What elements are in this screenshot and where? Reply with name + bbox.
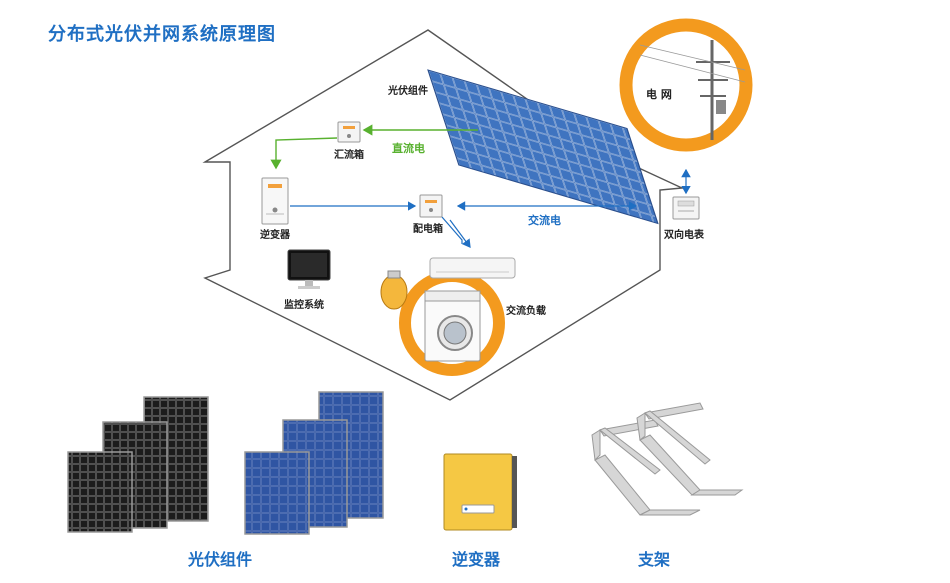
- label-monitoring: 监控系统: [284, 300, 324, 311]
- label-grid: 电 网: [646, 88, 672, 101]
- combiner-box-icon: [337, 121, 361, 143]
- caption-pv-module: 光伏组件: [188, 550, 253, 569]
- inverter-product-icon: [443, 453, 517, 531]
- ac-load-appliances: [380, 257, 516, 376]
- label-ac: 交流电: [528, 214, 561, 227]
- label-pv-module: 光伏组件: [388, 86, 428, 97]
- distribution-box-icon: [419, 194, 443, 218]
- bidirectional-meter-icon: [672, 196, 700, 220]
- monitoring-computer-icon: [287, 249, 331, 289]
- mounting-bracket-icon: [591, 402, 744, 516]
- grid-power-pole-icon: [619, 18, 753, 152]
- label-combiner-box: 汇流箱: [334, 150, 364, 161]
- page-title: 分布式光伏并网系统原理图: [48, 24, 276, 45]
- pv-panel-black-group: [67, 396, 209, 533]
- label-distribution-box: 配电箱: [413, 224, 443, 235]
- caption-inverter: 逆变器: [452, 550, 501, 569]
- label-inverter: 逆变器: [260, 230, 290, 241]
- dc-line-combiner-to-inverter: [270, 137, 338, 170]
- ac-line-distbox-to-load: [441, 216, 463, 244]
- label-bidirectional-meter: 双向电表: [664, 230, 704, 241]
- roof-solar-panel: [427, 69, 659, 225]
- inverter-unit-icon: [261, 177, 289, 225]
- label-dc: 直流电: [392, 142, 425, 155]
- pv-panel-navy-group: [244, 391, 384, 535]
- caption-bracket: 支架: [638, 550, 671, 569]
- label-ac-load: 交流负载: [506, 306, 546, 317]
